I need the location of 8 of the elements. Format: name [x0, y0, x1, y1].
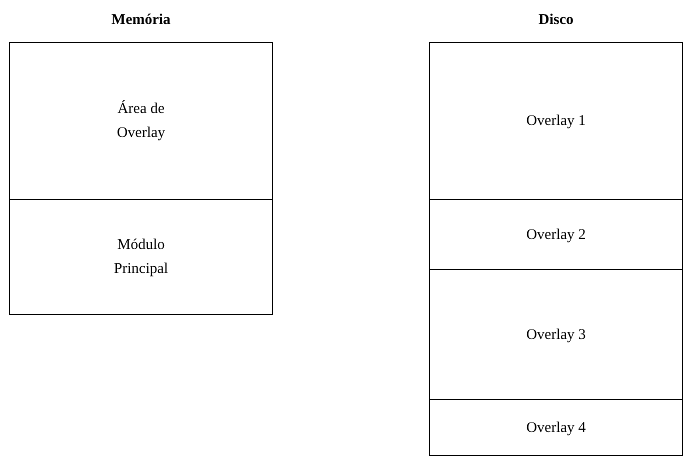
column-heading: Memória — [110, 11, 172, 30]
column-heading: Disco — [538, 11, 574, 30]
segment-label: Área de Overlay — [116, 99, 166, 143]
segment-label: Overlay 2 — [526, 226, 586, 244]
segment-label: Módulo Principal — [112, 236, 170, 279]
segment-label: Overlay 4 — [526, 418, 586, 438]
segment-label: Overlay 3 — [526, 326, 586, 344]
segment-label: Overlay 1 — [526, 112, 586, 131]
